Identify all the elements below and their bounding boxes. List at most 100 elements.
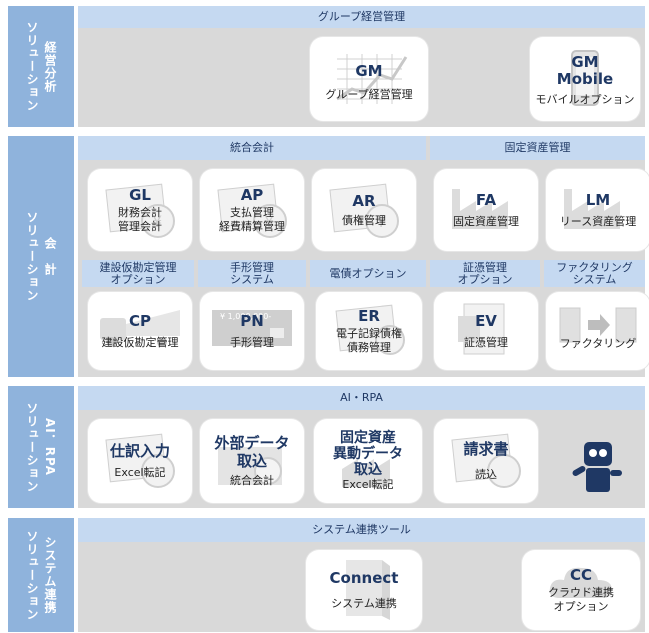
management-area: グループ経営管理 GM グループ経営管理 GM Mobile モバイルオプション — [78, 6, 645, 127]
management-header: グループ経営管理 — [78, 6, 645, 28]
receipt-icon — [458, 303, 505, 355]
card-label: 手形管理 — [230, 335, 274, 349]
card-label: Excel転記 — [342, 478, 394, 491]
ai-header: AI・RPA — [78, 386, 645, 410]
card-code: EV — [475, 311, 497, 330]
accounting-sidebar: 会 計 ソリューション — [8, 136, 74, 377]
sidebar-subtitle: ソリューション — [25, 529, 39, 621]
sidebar-subtitle: ソリューション — [25, 211, 39, 302]
card-title: 固定資産 異動データ 取込 — [333, 430, 403, 478]
integration-section: システム連携 ソリューション システム連携ツール Connect システム連携 … — [8, 518, 645, 632]
ev-card[interactable]: EV 証憑管理 — [434, 292, 538, 370]
card-label: 建設仮勘定管理 — [101, 335, 179, 349]
factory-icon — [564, 189, 620, 229]
fixed-asset-import-card[interactable]: 固定資産 異動データ 取込 Excel転記 — [314, 419, 422, 503]
note-amount: ¥ 1,000,000- — [220, 312, 272, 321]
card-code: ER — [358, 306, 380, 325]
er-card[interactable]: ER 電子記録債権 債務管理 — [316, 292, 422, 370]
option-label: ファクタリング システム — [544, 260, 645, 287]
document-yen-icon: ¥ — [329, 183, 399, 238]
option-label: 電債オプション — [310, 260, 426, 287]
fa-card[interactable]: FA 固定資産管理 — [434, 169, 538, 251]
sidebar-subtitle: ソリューション — [25, 401, 39, 493]
cc-card[interactable]: CC クラウド連携 オプション — [522, 550, 640, 630]
document-yen-icon — [335, 304, 405, 355]
card-title: 仕訳入力 — [109, 442, 170, 460]
gm-mobile-card[interactable]: GM Mobile モバイルオプション — [530, 37, 640, 121]
ai-sidebar: AI．RPA ソリューション — [8, 386, 74, 508]
promissory-note-icon — [212, 310, 292, 346]
sidebar-title: 経営分析 — [43, 40, 57, 93]
card-label: 財務会計 管理会計 — [118, 205, 162, 233]
card-title: 外部データ 取込 — [214, 434, 290, 470]
card-code: GM — [355, 61, 383, 80]
svg-text:¥: ¥ — [376, 212, 386, 231]
document-yen-icon: ¥ — [217, 183, 287, 238]
card-code: LM — [585, 190, 611, 209]
truck-icon — [100, 310, 180, 347]
gm-card[interactable]: GM グループ経営管理 — [310, 37, 428, 121]
card-code: PN — [240, 311, 264, 330]
integration-area: システム連携ツール Connect システム連携 CC クラウド連携 オプション — [78, 518, 645, 632]
card-code: GM Mobile — [556, 52, 614, 88]
journal-entry-card[interactable]: 仕訳入力 Excel転記 — [88, 419, 192, 503]
card-label: グループ経営管理 — [325, 87, 413, 101]
card-label: 固定資産管理 — [453, 214, 519, 228]
card-code: CC — [569, 565, 593, 584]
option-label: 証憑管理 オプション — [430, 260, 540, 287]
pn-card[interactable]: ¥ 1,000,000- PN 手形管理 — [200, 292, 304, 370]
card-label: 債権管理 — [342, 213, 386, 227]
ar-card[interactable]: ¥ AR 債権管理 — [312, 169, 416, 251]
lm-card[interactable]: LM リース資産管理 — [546, 169, 649, 251]
sidebar-title: AI．RPA — [43, 418, 57, 476]
card-label: システム連携 — [331, 596, 397, 610]
card-title: 請求書 — [463, 440, 509, 458]
growth-chart-icon — [336, 54, 408, 104]
cloud-icon — [549, 567, 612, 598]
factory-icon — [342, 459, 390, 487]
card-code: GL — [129, 185, 151, 204]
smartphone-icon — [571, 50, 599, 106]
folder-yen-icon — [218, 447, 282, 485]
card-label: 証憑管理 — [464, 335, 508, 349]
accounting-area: 統合会計 固定資産管理 ¥ GL 財務会計 管理会計 ¥ AP 支払管理 経費精… — [78, 136, 649, 377]
card-label: 支払管理 経費精算管理 — [219, 205, 285, 233]
ap-card[interactable]: ¥ AP 支払管理 経費精算管理 — [200, 169, 304, 251]
card-label: ファクタリング — [559, 337, 637, 350]
option-label: 手形管理 システム — [198, 260, 306, 287]
card-label: 読込 — [475, 468, 497, 481]
card-label: 統合会計 — [230, 474, 274, 487]
external-data-card[interactable]: 外部データ 取込 統合会計 — [200, 419, 304, 503]
card-label: Excel転記 — [114, 466, 166, 479]
building-transfer-icon — [559, 307, 637, 343]
document-yen-icon: ¥ — [105, 183, 175, 238]
card-code: FA — [475, 190, 497, 209]
server-icon — [346, 560, 390, 620]
integration-header: システム連携ツール — [78, 518, 645, 542]
fixed-assets-header: 固定資産管理 — [430, 136, 645, 160]
gl-card[interactable]: ¥ GL 財務会計 管理会計 — [88, 169, 192, 251]
option-label: 建設仮勘定管理 オプション — [82, 260, 194, 287]
card-label: リース資産管理 — [559, 214, 637, 228]
svg-text:¥: ¥ — [152, 212, 162, 231]
connect-card[interactable]: Connect システム連携 — [306, 550, 422, 630]
robot-icon — [572, 442, 622, 492]
integration-sidebar: システム連携 ソリューション — [8, 518, 74, 632]
sidebar-title: 会 計 — [43, 237, 57, 276]
card-code: AR — [352, 191, 376, 210]
management-section: 経営分析 ソリューション グループ経営管理 GM グループ経営管理 GM Mob… — [8, 6, 645, 127]
card-label: モバイルオプション — [535, 92, 635, 106]
sidebar-title: システム連携 — [43, 536, 57, 614]
card-label: クラウド連携 オプション — [548, 585, 614, 613]
sidebar-subtitle: ソリューション — [25, 21, 39, 112]
cp-card[interactable]: CP 建設仮勘定管理 — [88, 292, 192, 370]
management-sidebar: 経営分析 ソリューション — [8, 6, 74, 127]
invoice-card[interactable]: 請求書 読込 — [434, 419, 538, 503]
ai-section: AI．RPA ソリューション AI・RPA 仕訳入力 Excel転記 外部データ… — [8, 386, 645, 508]
document-yen-icon — [451, 433, 521, 488]
card-label: 電子記録債権 債務管理 — [336, 326, 402, 354]
accounting-section: 会 計 ソリューション 統合会計 固定資産管理 ¥ GL 財務会計 管理会計 ¥… — [8, 136, 649, 377]
factoring-card[interactable]: ファクタリング — [546, 292, 649, 370]
card-code: AP — [240, 185, 264, 204]
svg-text:¥: ¥ — [264, 212, 274, 231]
